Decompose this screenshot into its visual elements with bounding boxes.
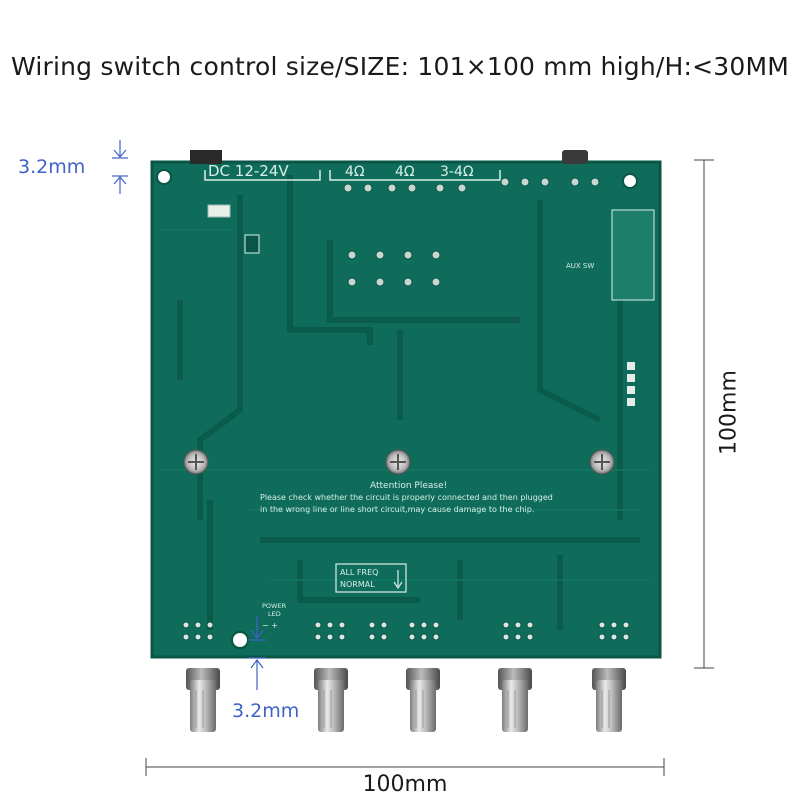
width-dimension — [145, 758, 665, 776]
potentiometer-knob — [406, 668, 440, 732]
speaker-label-right: 4Ω — [395, 164, 415, 180]
heatsink-screw — [183, 449, 209, 475]
power-led-polarity: − + — [262, 621, 278, 630]
smd-component — [244, 234, 260, 254]
attention-title: Attention Please! — [370, 481, 447, 491]
power-led-label-2: LED — [268, 610, 281, 618]
mounting-hole — [622, 173, 638, 189]
freq-switch-label-2: NORMAL — [340, 580, 375, 589]
width-label: 100mm — [362, 772, 448, 797]
potentiometer-knob — [186, 668, 220, 732]
speaker-label-left: 4Ω — [345, 164, 365, 180]
attention-line-2: in the wrong line or line short circuit,… — [260, 505, 534, 514]
bottom-thickness-label: 3.2mm — [232, 700, 300, 722]
potentiometer-knob — [314, 668, 348, 732]
bottom-thickness-dimension — [248, 616, 266, 690]
mounting-hole — [231, 631, 249, 649]
heatsink-screw — [385, 449, 411, 475]
potentiometer-knob — [498, 668, 532, 732]
top-thickness-dimension — [112, 140, 128, 194]
speaker-label-sub: 3-4Ω — [440, 164, 474, 180]
mounting-hole — [156, 169, 172, 185]
aux-switch-label: AUX SW — [566, 262, 594, 270]
top-thickness-label: 3.2mm — [18, 156, 86, 178]
smd-component — [207, 204, 231, 218]
freq-switch-outline — [335, 563, 407, 593]
power-led-label-1: POWER — [262, 602, 287, 610]
aux-jack — [562, 150, 588, 164]
amplifier-ic-pads — [347, 250, 441, 287]
connector-pads — [627, 362, 635, 406]
potentiometer-pin-headers — [182, 621, 630, 641]
height-dimension — [694, 159, 714, 669]
pcb-board — [150, 160, 662, 659]
freq-switch-label-1: ALL FREQ — [340, 568, 378, 577]
product-caption: Wiring switch control size/SIZE: 101×100… — [10, 52, 790, 81]
aux-switch-footprint — [611, 209, 655, 301]
potentiometer-knob — [592, 668, 626, 732]
height-label: 100mm — [716, 370, 742, 455]
dc-jack — [190, 150, 222, 164]
power-input-label: DC 12-24V — [208, 162, 289, 180]
attention-line-1: Please check whether the circuit is prop… — [260, 493, 553, 502]
heatsink-screw — [589, 449, 615, 475]
speaker-terminal-pads — [343, 177, 600, 193]
